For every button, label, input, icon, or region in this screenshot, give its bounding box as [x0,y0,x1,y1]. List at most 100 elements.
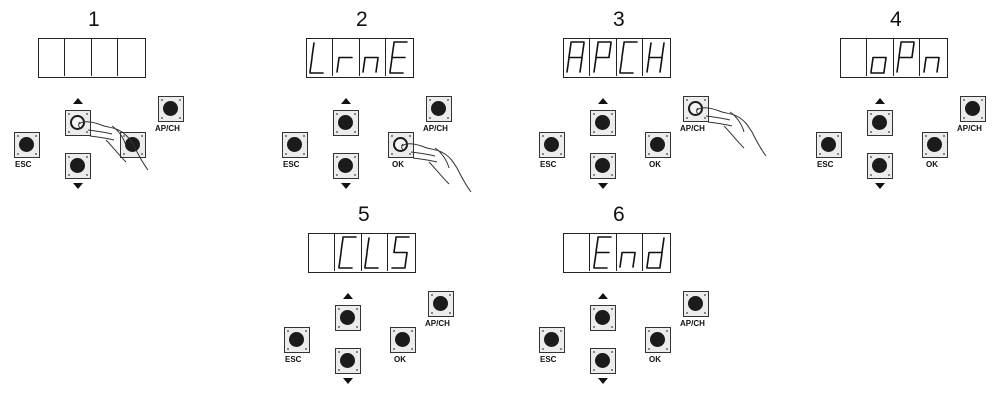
segment-f [568,42,572,58]
display-digit [921,39,947,76]
arrow-up-icon [598,293,608,299]
esc-button[interactable] [282,132,308,158]
button-cap-icon [688,296,703,311]
screw-dot [354,156,356,158]
button-cap-icon [19,137,34,152]
screw-dot [870,131,872,133]
step-number: 2 [356,8,368,31]
segment-e [869,57,874,73]
apch-label: AP/CH [680,319,705,328]
segment-glyph [592,236,612,269]
down-button[interactable] [590,153,616,179]
esc-button[interactable] [816,132,842,158]
display-digit [868,39,894,76]
screw-dot [447,117,449,119]
up-button[interactable] [590,110,616,136]
segment-glyph [564,234,590,271]
screw-dot [593,113,595,115]
segment-glyph [896,41,915,73]
arrow-up-icon [73,98,83,104]
up-button[interactable] [590,305,616,331]
ok-button[interactable] [645,132,671,158]
segment-c [632,252,636,268]
screw-dot [356,326,358,328]
screw-dot [542,330,544,332]
up-button[interactable] [333,110,359,136]
down-button[interactable] [590,348,616,374]
down-button[interactable] [335,348,361,374]
esc-button[interactable] [539,327,565,353]
esc-button[interactable] [539,132,565,158]
screw-dot [123,153,125,155]
apch-button[interactable] [428,291,454,317]
screw-dot [287,348,289,350]
up-button[interactable] [335,305,361,331]
arrow-down-icon [343,378,353,384]
screw-dot [870,174,872,176]
apch-label: AP/CH [957,124,982,133]
esc-button[interactable] [284,327,310,353]
segment-glyph [841,39,867,76]
arrow-up-icon [343,293,353,299]
step-number: 5 [358,203,370,226]
button-cap-icon [650,137,665,152]
apch-button[interactable] [426,96,452,122]
apch-button[interactable] [683,96,709,122]
screw-dot [338,326,340,328]
screw-dot [611,326,613,328]
display-digit [334,39,360,76]
ok-button[interactable] [922,132,948,158]
screw-dot [560,330,562,332]
display-digit [336,234,362,271]
screw-dot [303,153,305,155]
down-button[interactable] [333,153,359,179]
esc-label: ESC [285,355,302,364]
button-cap-icon [338,158,353,173]
step-number: 3 [613,8,625,31]
step-number: 1 [88,8,100,31]
button-cap-icon [595,115,610,130]
segment-f [594,42,599,58]
screw-dot [925,135,927,137]
screw-dot [837,153,839,155]
screw-dot [35,135,37,137]
display-digit [617,39,644,76]
apch-button[interactable] [683,291,709,317]
button-cap-icon [650,332,665,347]
down-button[interactable] [65,153,91,179]
screw-dot [35,153,37,155]
down-button[interactable] [867,153,893,179]
apch-button[interactable] [158,96,184,122]
segment-e [335,57,340,73]
ok-button[interactable] [645,327,671,353]
up-button[interactable] [65,110,91,136]
screw-dot [338,308,340,310]
button-cap-icon [70,115,85,130]
screw-dot [611,369,613,371]
arrow-up-icon [875,98,885,104]
screw-dot [593,369,595,371]
ok-button[interactable] [388,132,414,158]
screw-dot [393,330,395,332]
screw-dot [429,117,431,119]
screw-dot [981,117,983,119]
button-cap-icon [965,101,980,116]
screw-dot [704,99,706,101]
segment-f [621,42,625,58]
ok-button[interactable] [390,327,416,353]
ok-label: OK [392,160,404,169]
screw-dot [354,174,356,176]
screw-dot [449,312,451,314]
screw-dot [409,135,411,137]
esc-button[interactable] [14,132,40,158]
up-button[interactable] [867,110,893,136]
screw-dot [666,153,668,155]
segment-c [403,252,408,268]
apch-button[interactable] [960,96,986,122]
button-cap-icon [338,115,353,130]
screw-dot [686,99,688,101]
screw-dot [666,135,668,137]
seven-segment-display [563,38,671,78]
